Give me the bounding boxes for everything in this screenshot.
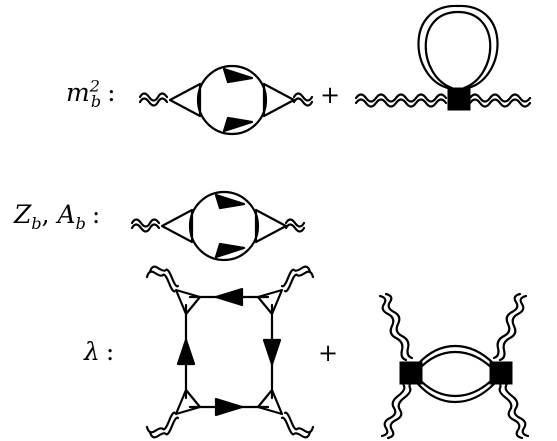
row1-tadpole-square-vertex xyxy=(447,87,471,111)
row3-box-leg-tl xyxy=(148,265,180,288)
row2-separator: , xyxy=(41,200,58,229)
row1-tadpole-left-wavy-2 xyxy=(354,98,448,108)
row2-bubble-loop xyxy=(188,190,260,262)
row1-tadpole-loop-outer xyxy=(417,4,499,90)
row2-symbol-z: Z xyxy=(14,200,32,229)
row3-leg-tr-2 xyxy=(492,292,522,360)
row1-bubble-arrow-top xyxy=(222,67,254,84)
row2-bubble-left-wavy-2 xyxy=(130,223,161,233)
row3-box-vertex-bl xyxy=(174,388,202,416)
row1-plus: + xyxy=(320,81,341,109)
row3-plus: + xyxy=(318,339,339,367)
row1-superscript: 2 xyxy=(89,76,100,96)
row1-tadpole-left-wavy xyxy=(354,93,448,103)
row1-bubble-diagram xyxy=(138,64,314,136)
row1-colon: : xyxy=(107,78,116,107)
row2-bubble-right-wavy xyxy=(284,218,306,228)
row2-bubble-left-vertex xyxy=(160,208,194,244)
row3-box-vertex-tr xyxy=(256,288,284,316)
row3-vertex-bubble-diagram xyxy=(378,292,530,440)
row3-box-leg-br xyxy=(280,416,312,439)
row3-box-leg-tr xyxy=(280,265,312,288)
row1-bubble-right-wavy-double xyxy=(292,92,314,102)
row3-box-leg-tl-2 xyxy=(145,270,177,293)
row1-bubble-right-vertex xyxy=(262,82,296,118)
row3-leg-bl xyxy=(380,374,410,438)
row2-label: Zb, Ab: xyxy=(14,200,101,232)
row3-box-leg-bl xyxy=(148,416,180,439)
row3-box-arrow-top xyxy=(214,287,244,307)
row3-box-leg-bl-2 xyxy=(145,411,177,434)
row3-box-vertex-br xyxy=(256,388,284,416)
row1-symbol: m xyxy=(66,78,90,107)
row3-box-diagram xyxy=(145,265,315,439)
row1-bubble-right-wavy-double-2 xyxy=(292,97,314,107)
row2-subscript-a: b xyxy=(75,214,86,233)
row3-bubble-lower-arc-2 xyxy=(416,382,496,404)
row3-leg-tr xyxy=(498,294,528,362)
row2-bubble-right-wavy-2 xyxy=(284,223,306,233)
row3-leg-br-2 xyxy=(494,376,524,440)
row3-box-vertex-tl xyxy=(174,288,202,316)
row3-box-leg-tr-2 xyxy=(283,270,315,293)
row3-leg-tl xyxy=(378,294,408,362)
row3-leg-tl-2 xyxy=(384,292,414,360)
row1-tadpole-right-wavy-2 xyxy=(468,98,532,108)
row2-bubble-arrow-top xyxy=(214,193,246,210)
row3-bubble-upper-arc-2 xyxy=(416,350,496,372)
row3-box-arrow-left xyxy=(176,338,196,366)
row2-bubble-right-vertex xyxy=(254,208,288,244)
row1-bubble-arrow-bottom xyxy=(222,116,254,133)
row3-box-arrow-bottom xyxy=(214,397,244,417)
row3-colon: : xyxy=(105,337,115,366)
row3-label: λ: xyxy=(84,339,114,364)
row2-bubble-arrow-bottom xyxy=(214,242,246,259)
row2-subscript-z: b xyxy=(31,214,42,233)
row2-colon: : xyxy=(91,200,101,229)
row3-box-arrow-right xyxy=(262,338,282,366)
row1-tadpole-loop-inner xyxy=(424,10,492,90)
row1-bubble-left-wavy-double-2 xyxy=(138,97,169,107)
row3-bubble-upper-arc xyxy=(416,344,496,366)
row3-bubble-lower-arc xyxy=(416,376,496,398)
row1-tadpole-right-wavy xyxy=(468,93,532,103)
row2-bubble-diagram xyxy=(130,190,306,262)
row3-symbol: λ xyxy=(84,337,100,366)
row1-tadpole-diagram xyxy=(354,4,532,111)
row1-label: m2b: xyxy=(66,76,116,109)
row2-symbol-a: A xyxy=(57,200,76,229)
row2-bubble-left-wavy xyxy=(130,218,161,228)
row3-box-leg-br-2 xyxy=(283,411,315,434)
row3-leg-bl-2 xyxy=(386,376,416,440)
row1-bubble-left-wavy-double xyxy=(138,92,169,102)
row1-bubble-left-vertex xyxy=(168,82,202,118)
row1-subscript: b xyxy=(90,92,102,111)
row3-leg-br xyxy=(500,374,530,438)
row1-bubble-loop xyxy=(196,64,268,136)
row3-square-vertex-right xyxy=(489,361,513,385)
